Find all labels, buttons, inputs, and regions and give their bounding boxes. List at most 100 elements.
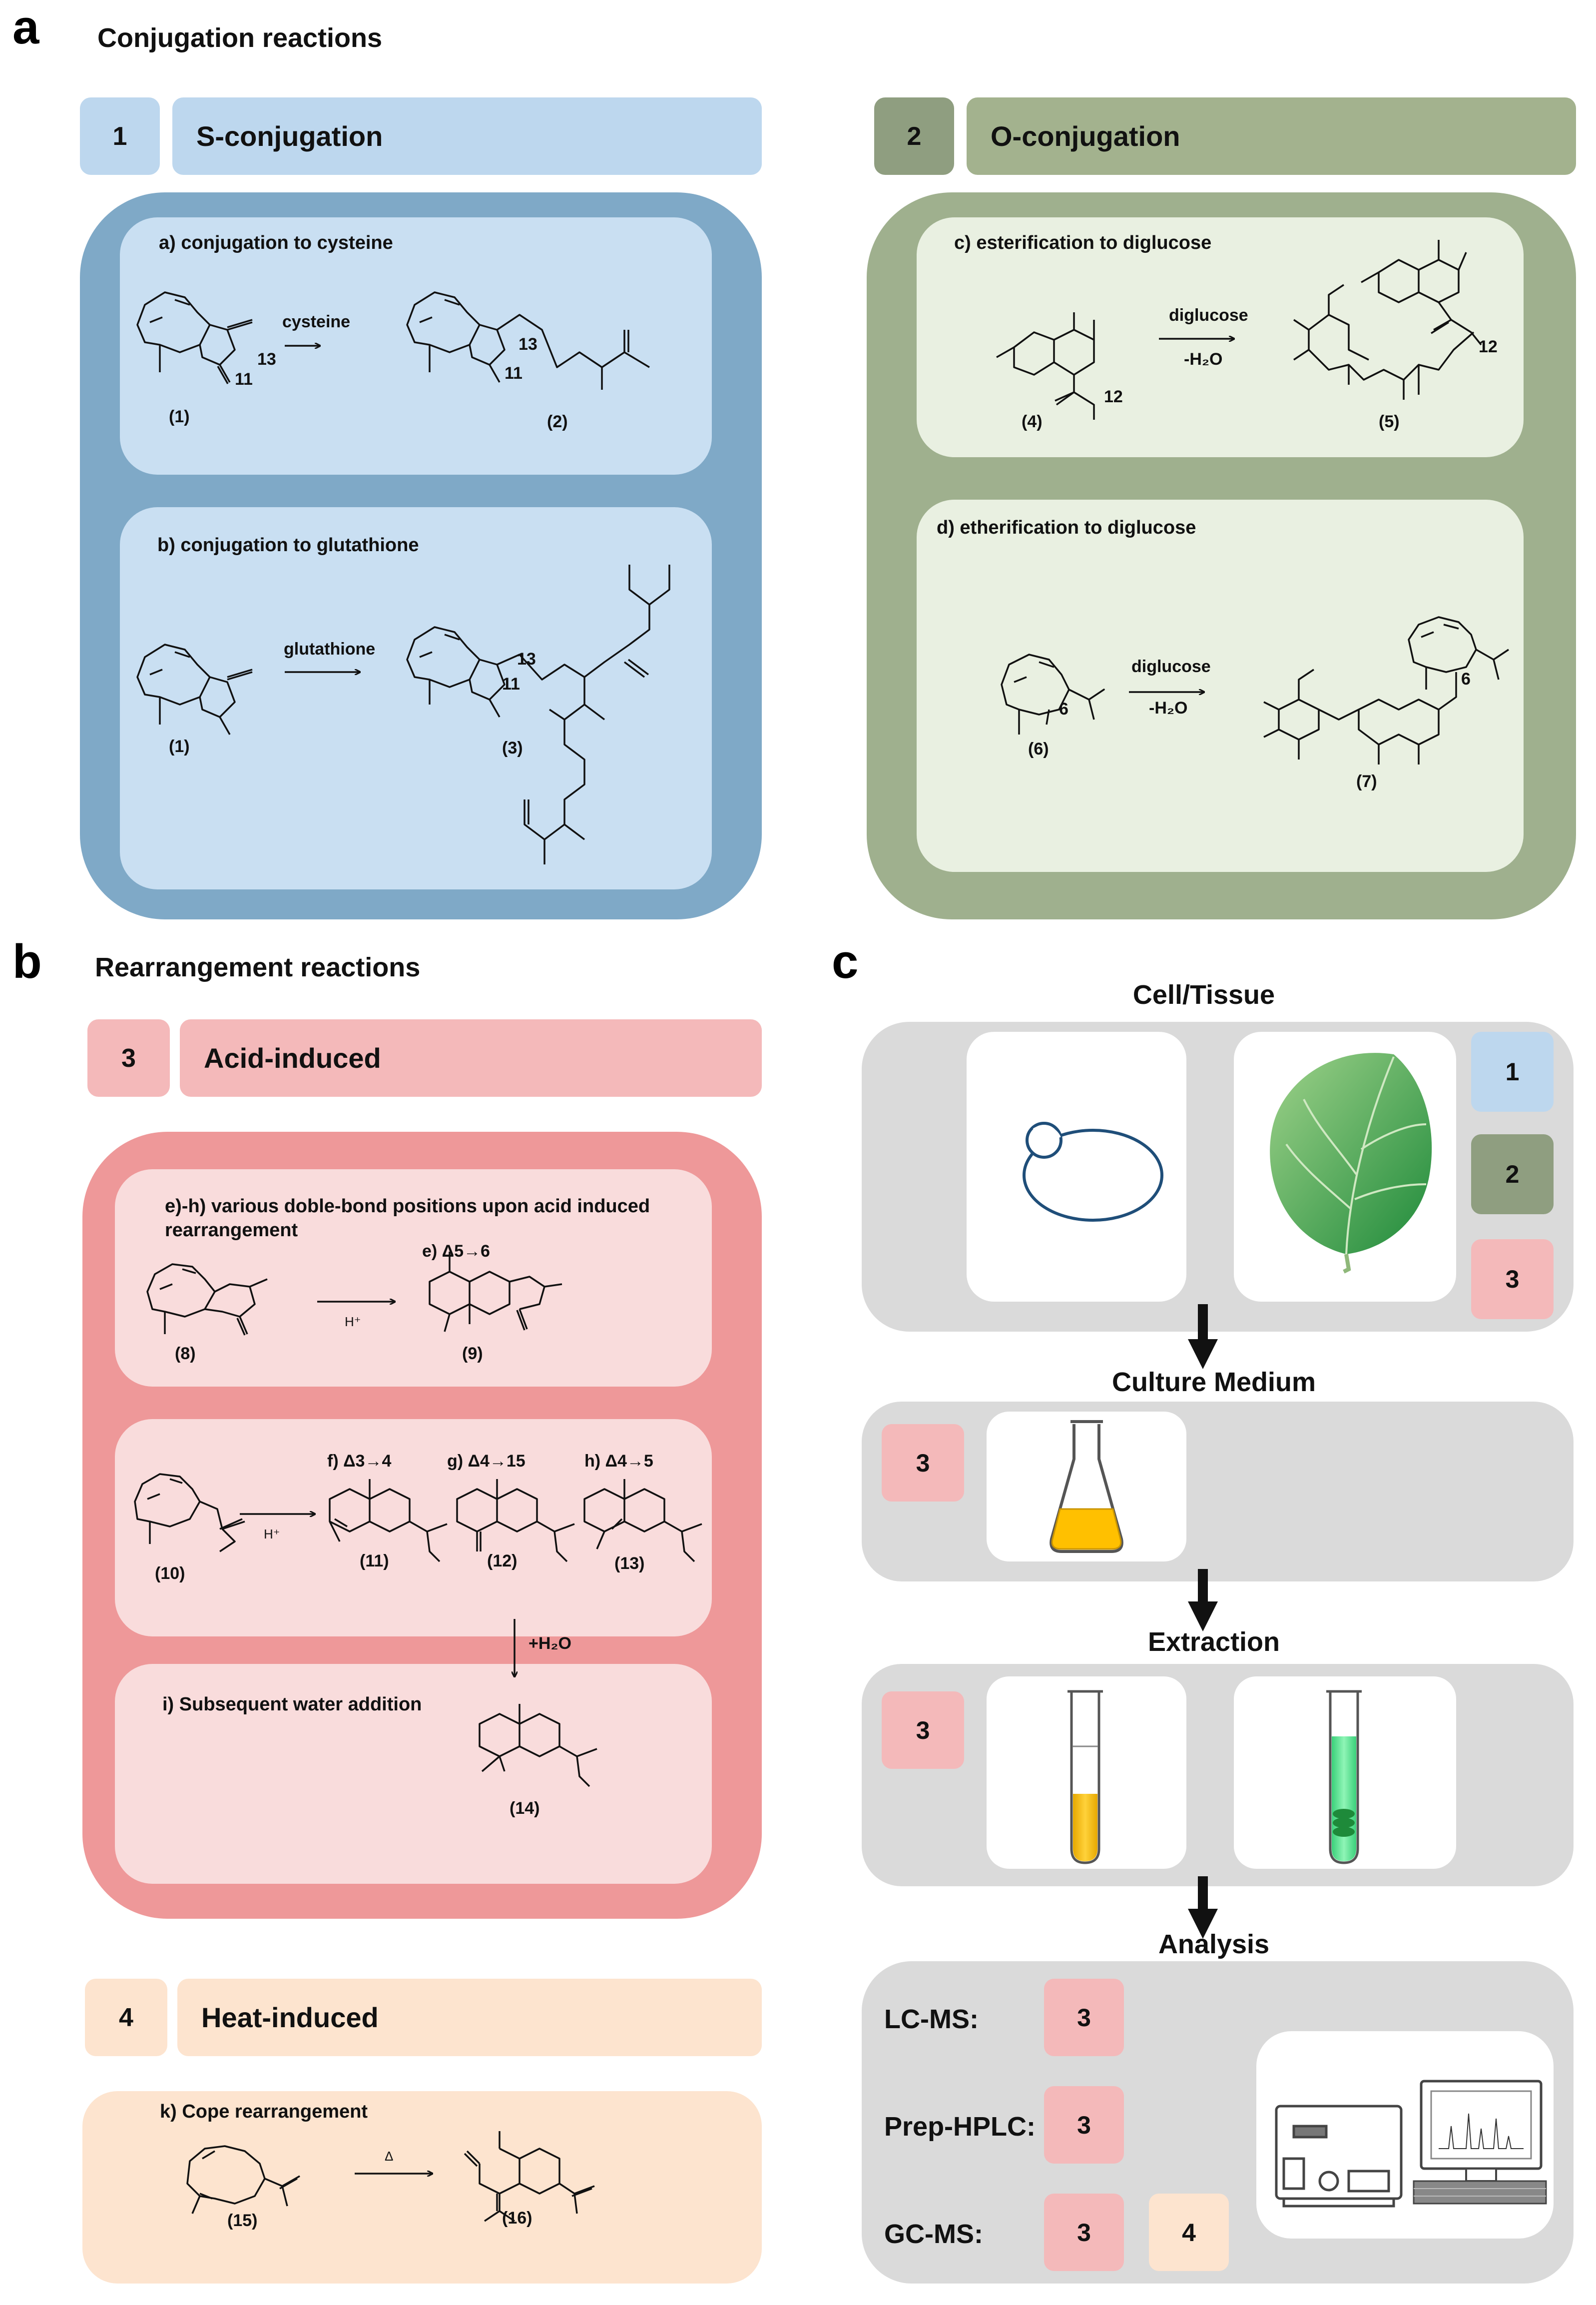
compound-label: (5) xyxy=(1379,412,1400,431)
delta-5-6-label: e) Δ5→6 xyxy=(422,1242,490,1261)
atom-number: 13 xyxy=(519,335,537,354)
glutathione-reagent: glutathione xyxy=(284,640,376,659)
s-conjugation-number: 1 xyxy=(80,97,160,175)
panel-letter-a: a xyxy=(12,0,39,54)
step-analysis: Analysis xyxy=(1158,1929,1270,1959)
box-c-title: c) esterification to diglucose xyxy=(954,232,1212,253)
s-conjugation-label: S-conjugation xyxy=(172,97,762,175)
panel-letter-c: c xyxy=(832,935,859,988)
box-eh-bg xyxy=(115,1169,712,1387)
delta-3-4-label: f) Δ3→4 xyxy=(327,1452,392,1471)
structure-6 xyxy=(1001,654,1105,735)
water-loss-d: -H₂O xyxy=(1149,699,1188,718)
atom-number: 6 xyxy=(1059,700,1068,719)
panel-a-title: Conjugation reactions xyxy=(97,23,383,53)
box-d-bg xyxy=(917,500,1524,872)
water-addition-reagent: +H₂O xyxy=(529,1634,571,1653)
yellow-test-tube-icon xyxy=(1067,1690,1103,1864)
heat-induced-number: 4 xyxy=(85,1979,167,2056)
o-conjugation-label: O-conjugation xyxy=(967,97,1576,175)
acid-reagent-e: H⁺ xyxy=(345,1314,361,1329)
yeast-cell-icon xyxy=(1023,1122,1163,1222)
compound-label: (4) xyxy=(1022,412,1043,431)
leaf-icon xyxy=(1270,1053,1432,1274)
compound-label: (6) xyxy=(1028,740,1049,759)
tag-gc-ms-acid: 3 xyxy=(1044,2194,1124,2271)
atom-number: 12 xyxy=(1104,387,1123,406)
box-eh-title: e)-h) various doble-bond positions upon … xyxy=(165,1196,650,1241)
compound-label: (1) xyxy=(169,407,190,426)
diglucose-reagent-c: diglucose xyxy=(1169,306,1248,325)
tag-acid-medium: 3 xyxy=(882,1424,964,1502)
water-loss-c: -H₂O xyxy=(1184,350,1223,369)
erlenmeyer-flask-icon xyxy=(1050,1420,1123,1553)
box-d-title: d) etherification to diglucose xyxy=(937,517,1196,538)
atom-number: 13 xyxy=(257,350,276,369)
tag-acid-induced: 3 xyxy=(1471,1239,1554,1319)
panel-letter-b: b xyxy=(12,935,42,988)
compound-label: (8) xyxy=(175,1344,196,1363)
heat-reagent: Δ xyxy=(385,2149,394,2164)
lc-ms-label: LC-MS: xyxy=(884,2004,979,2034)
structure-10 xyxy=(134,1473,245,1552)
atom-number: 6 xyxy=(1461,670,1471,689)
box-i-bg xyxy=(115,1664,712,1884)
structure-11 xyxy=(329,1479,448,1562)
gc-ms-label: GC-MS: xyxy=(884,2219,983,2249)
acid-induced-number: 3 xyxy=(87,1019,170,1097)
cope-box-bg xyxy=(82,2091,762,2284)
prep-hplc-label: Prep-HPLC: xyxy=(884,2112,1036,2142)
compound-label: (14) xyxy=(510,1799,540,1818)
compound-label: (9) xyxy=(462,1344,483,1363)
box-a-title: a) conjugation to cysteine xyxy=(159,232,393,253)
tag-o-conjugation: 2 xyxy=(1471,1134,1554,1214)
diglucose-reagent-d: diglucose xyxy=(1131,657,1211,676)
chemical-structures xyxy=(134,240,1509,2222)
structure-5 xyxy=(1293,240,1482,400)
extraction-bg xyxy=(862,1664,1574,1886)
s-conjugation-group xyxy=(80,192,762,919)
o-conjugation-group xyxy=(867,192,1576,919)
structure-7 xyxy=(1263,616,1509,765)
step-culture-medium: Culture Medium xyxy=(1111,1367,1316,1397)
hplc-instrument-icon xyxy=(1275,2105,1403,2208)
tag-lc-ms-acid: 3 xyxy=(1044,1979,1124,2056)
culture-medium-bg xyxy=(862,1402,1574,1581)
panel-b-title: Rearrangement reactions xyxy=(95,952,421,982)
step-cell-tissue: Cell/Tissue xyxy=(1132,980,1275,1010)
tag-s-conjugation: 1 xyxy=(1471,1032,1554,1112)
box-i-title: i) Subsequent water addition xyxy=(162,1694,422,1715)
structure-2 xyxy=(406,291,650,390)
acid-induced-group xyxy=(82,1132,762,1919)
cysteine-reagent: cysteine xyxy=(282,312,351,331)
compound-label: (12) xyxy=(487,1551,518,1570)
box-fgh-bg xyxy=(115,1419,712,1636)
atom-number: 13 xyxy=(517,650,536,669)
o-conjugation-number: 2 xyxy=(874,97,954,175)
box-a-bg xyxy=(120,217,712,475)
acid-induced-label: Acid-induced xyxy=(180,1019,762,1097)
box-k-title: k) Cope rearrangement xyxy=(160,2101,368,2122)
computer-icon xyxy=(1413,2080,1547,2205)
tag-gc-ms-heat: 4 xyxy=(1149,2194,1229,2271)
compound-label: (1) xyxy=(169,737,190,756)
structure-1a xyxy=(136,291,253,384)
heat-induced-label: Heat-induced xyxy=(177,1979,762,2056)
structure-1b xyxy=(136,644,253,735)
atom-number: 12 xyxy=(1479,337,1498,356)
compound-label: (3) xyxy=(502,739,523,758)
structure-4 xyxy=(996,312,1095,420)
structure-15 xyxy=(186,2145,300,2214)
atom-number: 11 xyxy=(505,364,523,383)
structure-3 xyxy=(406,565,670,864)
compound-label: (2) xyxy=(547,412,568,431)
tag-acid-extraction: 3 xyxy=(882,1691,964,1769)
box-b-title: b) conjugation to glutathione xyxy=(157,535,419,556)
atom-number: 11 xyxy=(235,370,253,389)
compound-label: (16) xyxy=(502,2209,532,2228)
structure-14 xyxy=(479,1704,597,1787)
green-test-tube-icon xyxy=(1326,1690,1362,1864)
atom-number: 11 xyxy=(502,675,520,694)
